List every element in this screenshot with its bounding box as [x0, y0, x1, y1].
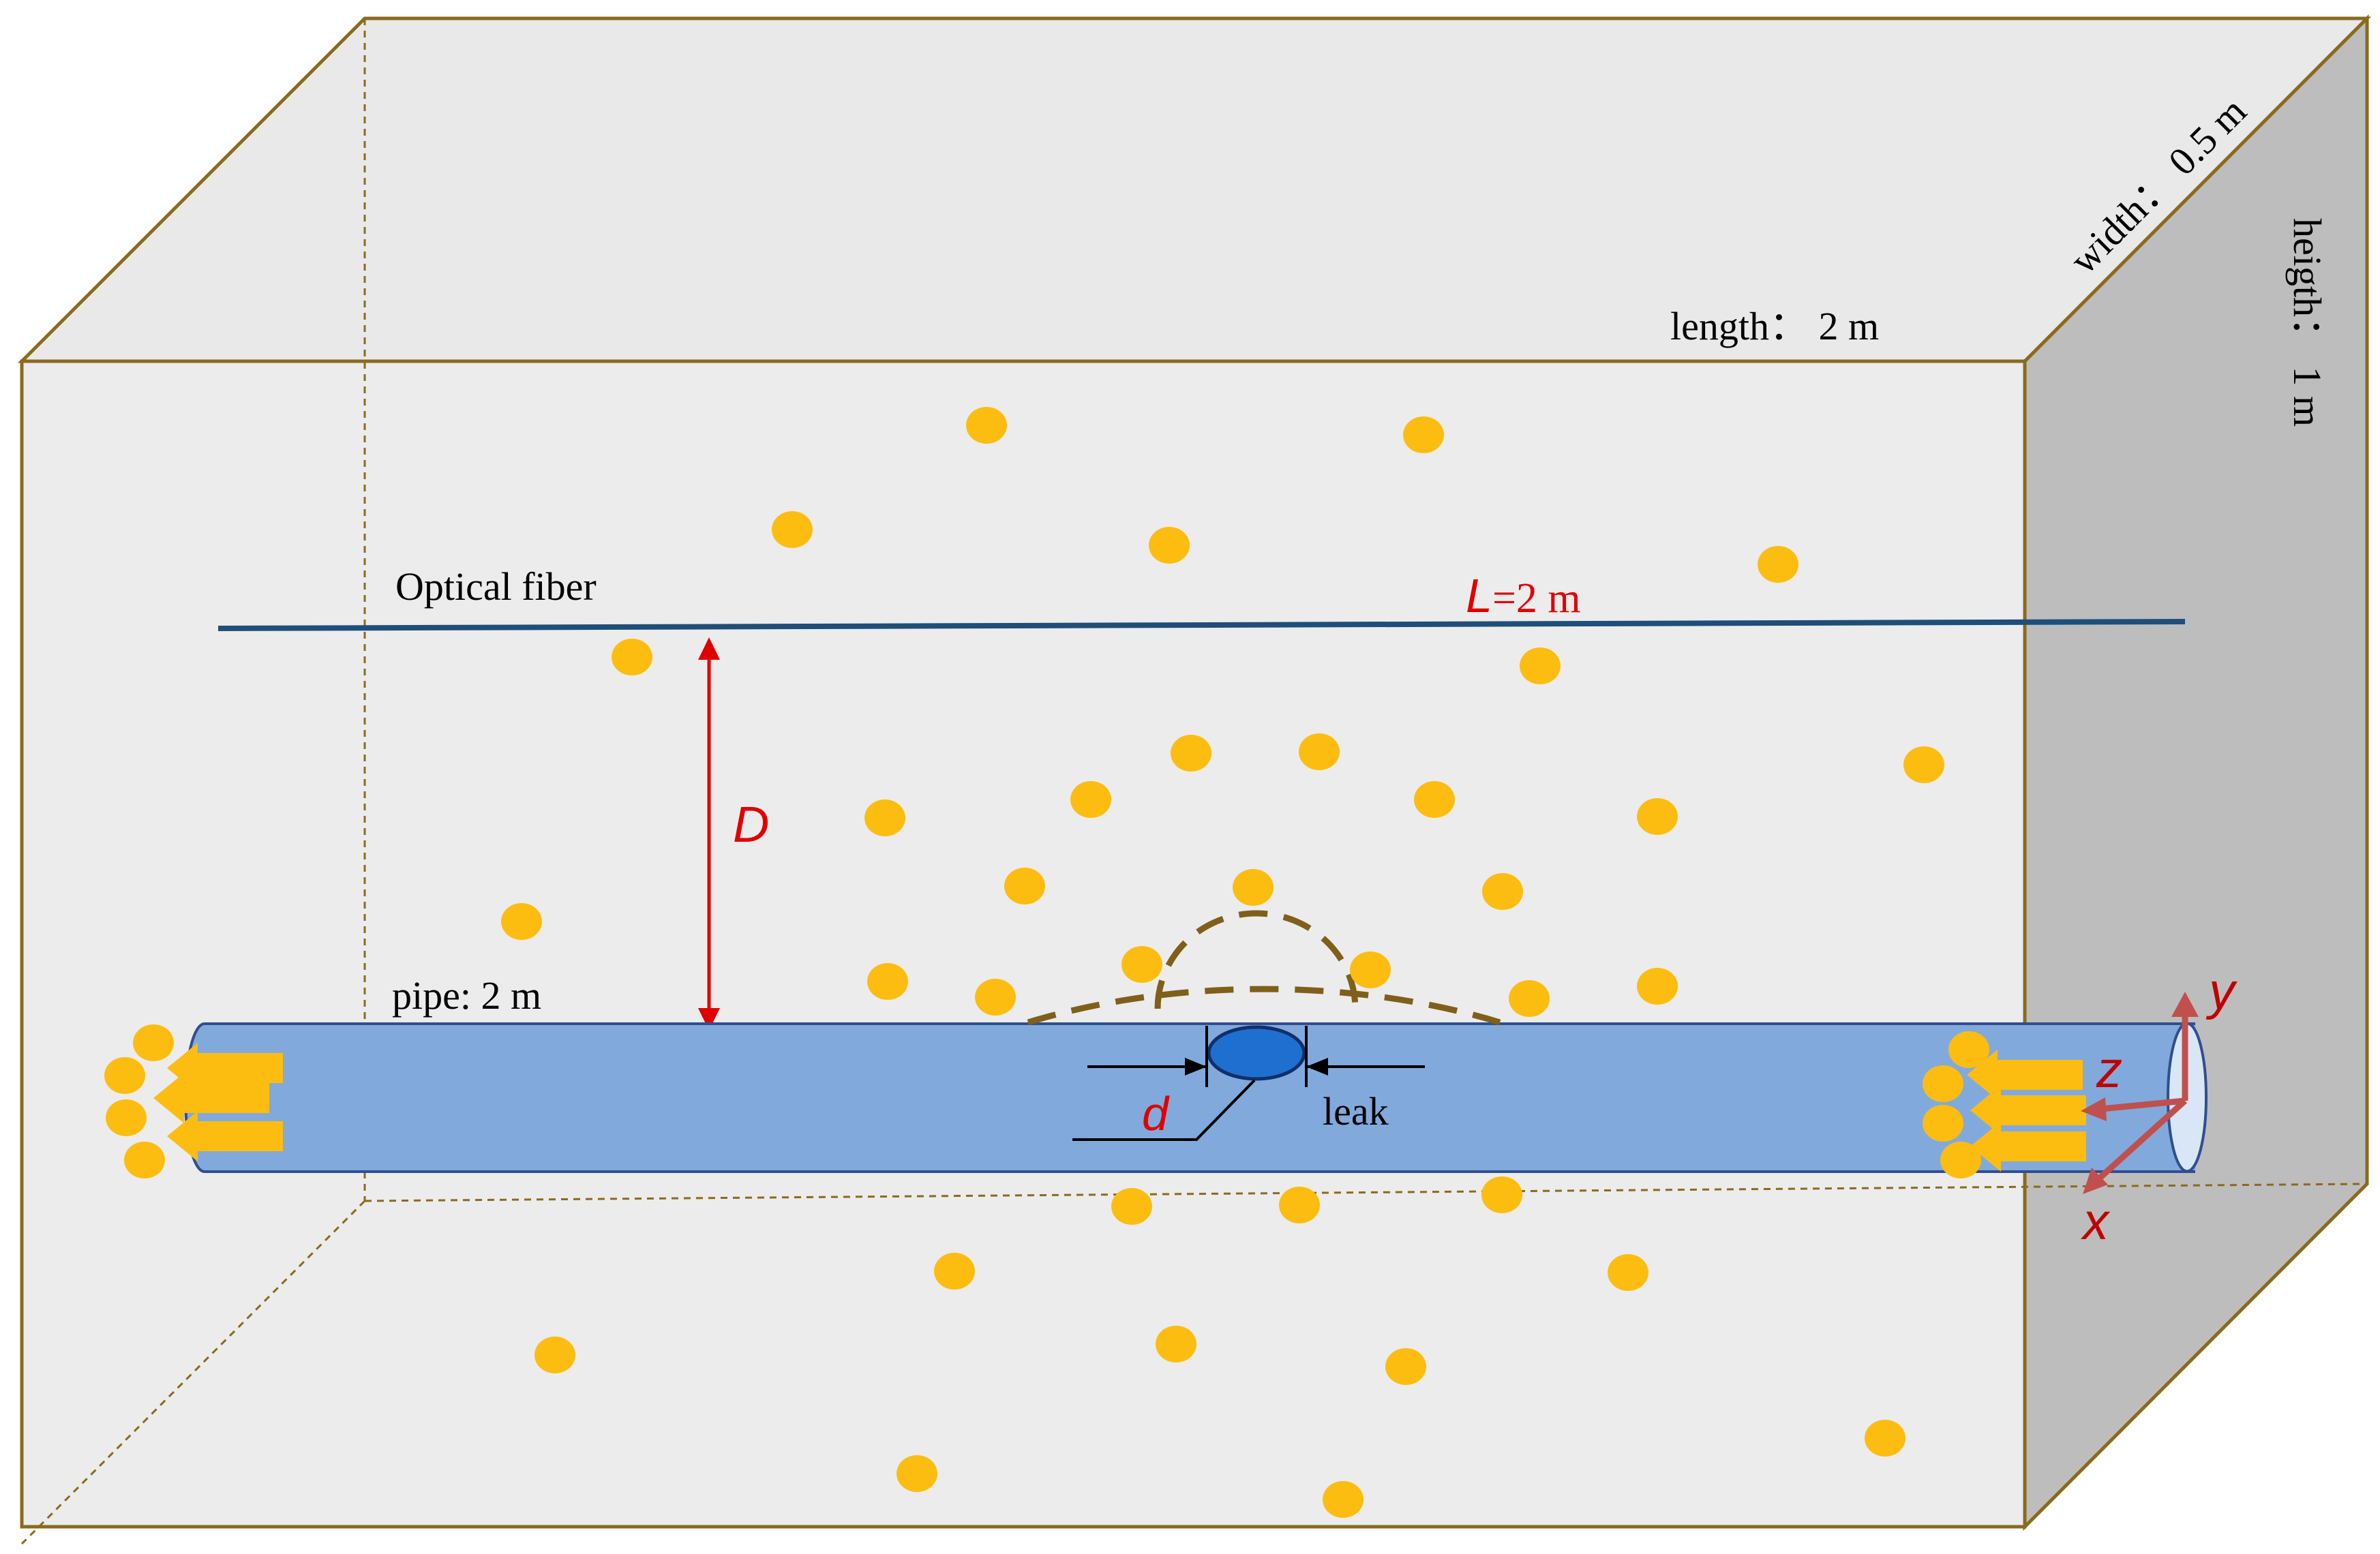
particles — [104, 407, 1989, 1518]
particle — [772, 511, 813, 548]
particle — [612, 639, 652, 675]
particle — [1350, 951, 1391, 988]
particle — [934, 1253, 975, 1290]
depth-symbol: D — [733, 796, 769, 853]
particle — [1509, 980, 1550, 1017]
particle — [897, 1455, 937, 1492]
particle — [501, 903, 542, 940]
particle — [1070, 781, 1111, 818]
particle — [1482, 873, 1523, 910]
outer-wave — [1027, 986, 1501, 1026]
particle — [1385, 1348, 1426, 1385]
particle — [975, 979, 1016, 1016]
particle — [1171, 735, 1211, 772]
fiber-length-label: L=2 m — [1466, 569, 1581, 622]
pipe-label: pipe: 2 m — [392, 973, 541, 1018]
leak-label: leak — [1323, 1089, 1389, 1133]
particle — [1923, 1065, 1963, 1102]
particle — [124, 1142, 165, 1178]
optical-fiber-label: Optical fiber — [395, 564, 597, 609]
length-label: length： 2 m — [1670, 304, 1879, 348]
axis-x-label: x — [2080, 1193, 2111, 1251]
particle — [966, 407, 1007, 444]
axis-y-label: y — [2205, 962, 2238, 1020]
fiber-length-symbol: L — [1466, 569, 1492, 622]
box-front-face — [20, 359, 2027, 1529]
particle — [1940, 1142, 1981, 1178]
leak-hole — [1207, 1025, 1306, 1081]
particle — [1637, 968, 1678, 1005]
particle — [1323, 1481, 1364, 1518]
particle — [1233, 869, 1274, 906]
inner-wave — [1154, 910, 1359, 1009]
particle — [867, 963, 908, 1000]
particle — [1520, 648, 1561, 684]
particle — [1403, 416, 1444, 453]
particle — [1481, 1176, 1522, 1213]
particle — [1156, 1326, 1196, 1362]
axis-z-label: z — [2096, 1041, 2122, 1099]
leak-arrow-right — [1306, 1058, 1328, 1076]
particle — [1637, 798, 1678, 835]
particle — [864, 799, 905, 836]
pipe — [184, 1022, 2208, 1173]
particle — [1299, 733, 1340, 770]
depth-dimension — [698, 637, 720, 1031]
particle — [1279, 1187, 1320, 1223]
box-top-face — [17, 16, 2372, 363]
particle — [1903, 746, 1944, 783]
leak-arrow-left — [1185, 1058, 1207, 1076]
height-label: heigth： 1 m — [2285, 218, 2330, 427]
optical-fiber-line — [217, 619, 2186, 631]
particle — [1004, 868, 1045, 904]
particle — [1865, 1420, 1905, 1457]
box-hidden-edges — [20, 18, 2368, 1545]
soil-box — [17, 14, 2372, 1545]
particle — [1758, 546, 1798, 583]
inlet-flow-arrows — [153, 1043, 283, 1161]
particle — [1121, 946, 1162, 983]
particle — [1414, 781, 1455, 818]
particle — [1923, 1105, 1963, 1142]
particle — [104, 1057, 145, 1094]
particle — [106, 1099, 147, 1136]
particle — [534, 1337, 575, 1373]
particle — [133, 1024, 174, 1061]
fiber-length-value: =2 m — [1492, 575, 1581, 622]
particle — [1948, 1031, 1989, 1068]
coordinate-axes-icon — [2081, 992, 2199, 1194]
particle — [1608, 1254, 1648, 1291]
particle — [1111, 1188, 1152, 1225]
leak-diameter-symbol: d — [1142, 1087, 1170, 1140]
outlet-flow-arrows — [1967, 1050, 2086, 1172]
particle — [1149, 527, 1190, 564]
